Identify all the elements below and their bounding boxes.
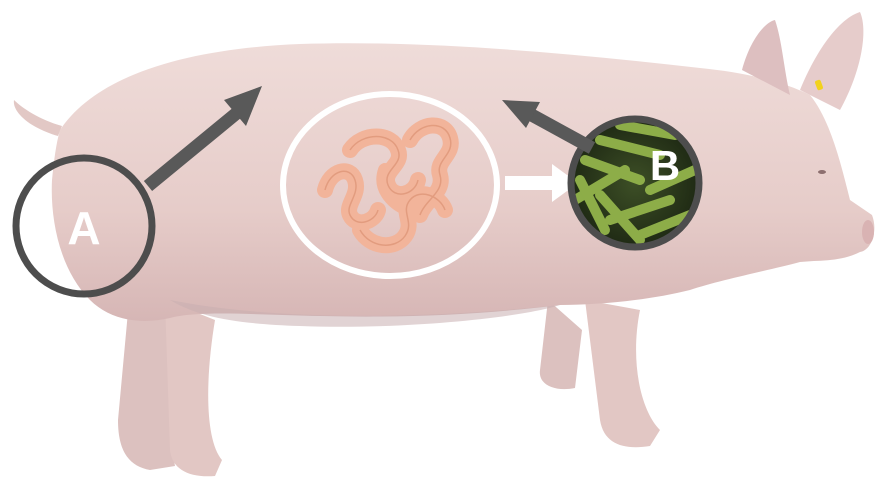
marker-a-label: A (67, 202, 100, 254)
pig-image (14, 12, 875, 476)
marker-b-label: B (650, 142, 680, 189)
marker-b: B (571, 119, 699, 247)
